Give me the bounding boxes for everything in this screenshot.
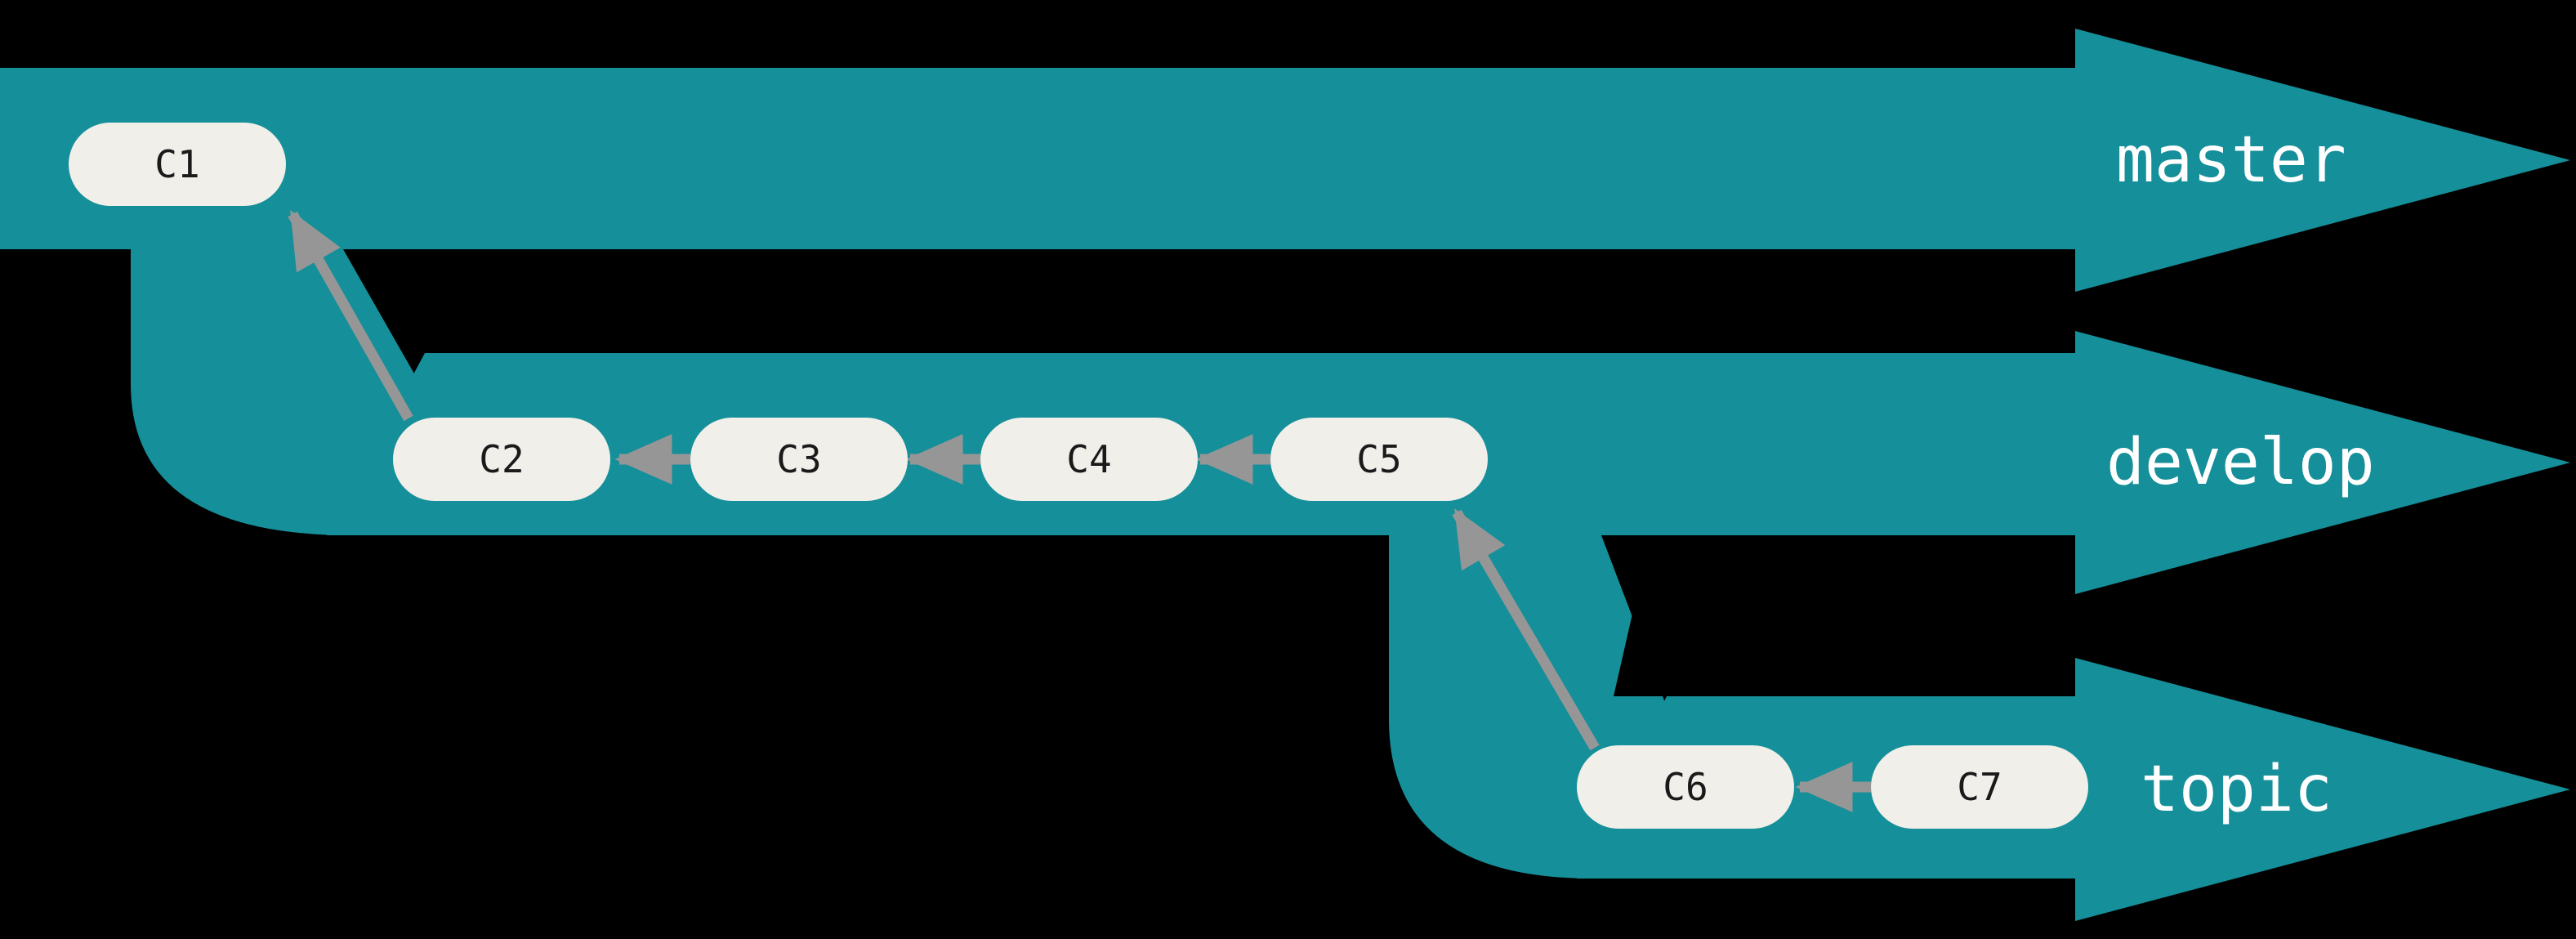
branch-label-master: master: [2116, 123, 2346, 197]
commit-node-c7[interactable]: C7: [1871, 745, 2088, 829]
branch-label-develop: develop: [2106, 426, 2375, 499]
commit-node-c7-shape[interactable]: [1871, 745, 2088, 829]
commit-nodes: C1 C2 C3 C4 C5 C6: [69, 123, 2088, 829]
commit-label-c2: C2: [479, 437, 524, 481]
develop-arrowhead: [2075, 331, 2570, 594]
commit-label-c7: C7: [1957, 765, 2002, 809]
commit-node-c4-shape[interactable]: [980, 418, 1198, 501]
commit-label-c6: C6: [1663, 765, 1708, 809]
commit-label-c5: C5: [1356, 437, 1401, 481]
commit-node-c6[interactable]: C6: [1577, 745, 1794, 829]
commit-node-c3-shape[interactable]: [690, 418, 908, 501]
arrow-c6-to-c5: [1452, 508, 1600, 751]
notch-1: [413, 249, 2075, 353]
parent-arrows: [288, 210, 1871, 812]
commit-node-c2-shape[interactable]: [393, 418, 610, 501]
topic-arrowhead: [2075, 658, 2570, 921]
master-bar[interactable]: [0, 68, 2075, 249]
commit-node-c4[interactable]: C4: [980, 418, 1198, 501]
commit-node-c1[interactable]: C1: [69, 123, 286, 206]
commit-node-c2[interactable]: C2: [393, 418, 610, 501]
commit-node-c3[interactable]: C3: [690, 418, 908, 501]
commit-label-c3: C3: [776, 437, 821, 481]
commit-label-c4: C4: [1066, 437, 1111, 481]
arrow-c2-to-c1: [288, 210, 413, 422]
topic-elbow-top: [1389, 535, 1601, 703]
commit-node-c1-shape[interactable]: [69, 123, 286, 206]
master-arrowhead: [2075, 29, 2570, 292]
branch-labels: master develop topic: [2106, 123, 2375, 826]
notch-2: [1614, 535, 2075, 696]
commit-node-c5[interactable]: C5: [1270, 418, 1488, 501]
develop-elbow-top: [131, 249, 343, 372]
commit-label-c1: C1: [154, 142, 199, 186]
branch-label-topic: topic: [2141, 753, 2333, 826]
commit-node-c6-shape[interactable]: [1577, 745, 1794, 829]
commit-node-c5-shape[interactable]: [1270, 418, 1488, 501]
